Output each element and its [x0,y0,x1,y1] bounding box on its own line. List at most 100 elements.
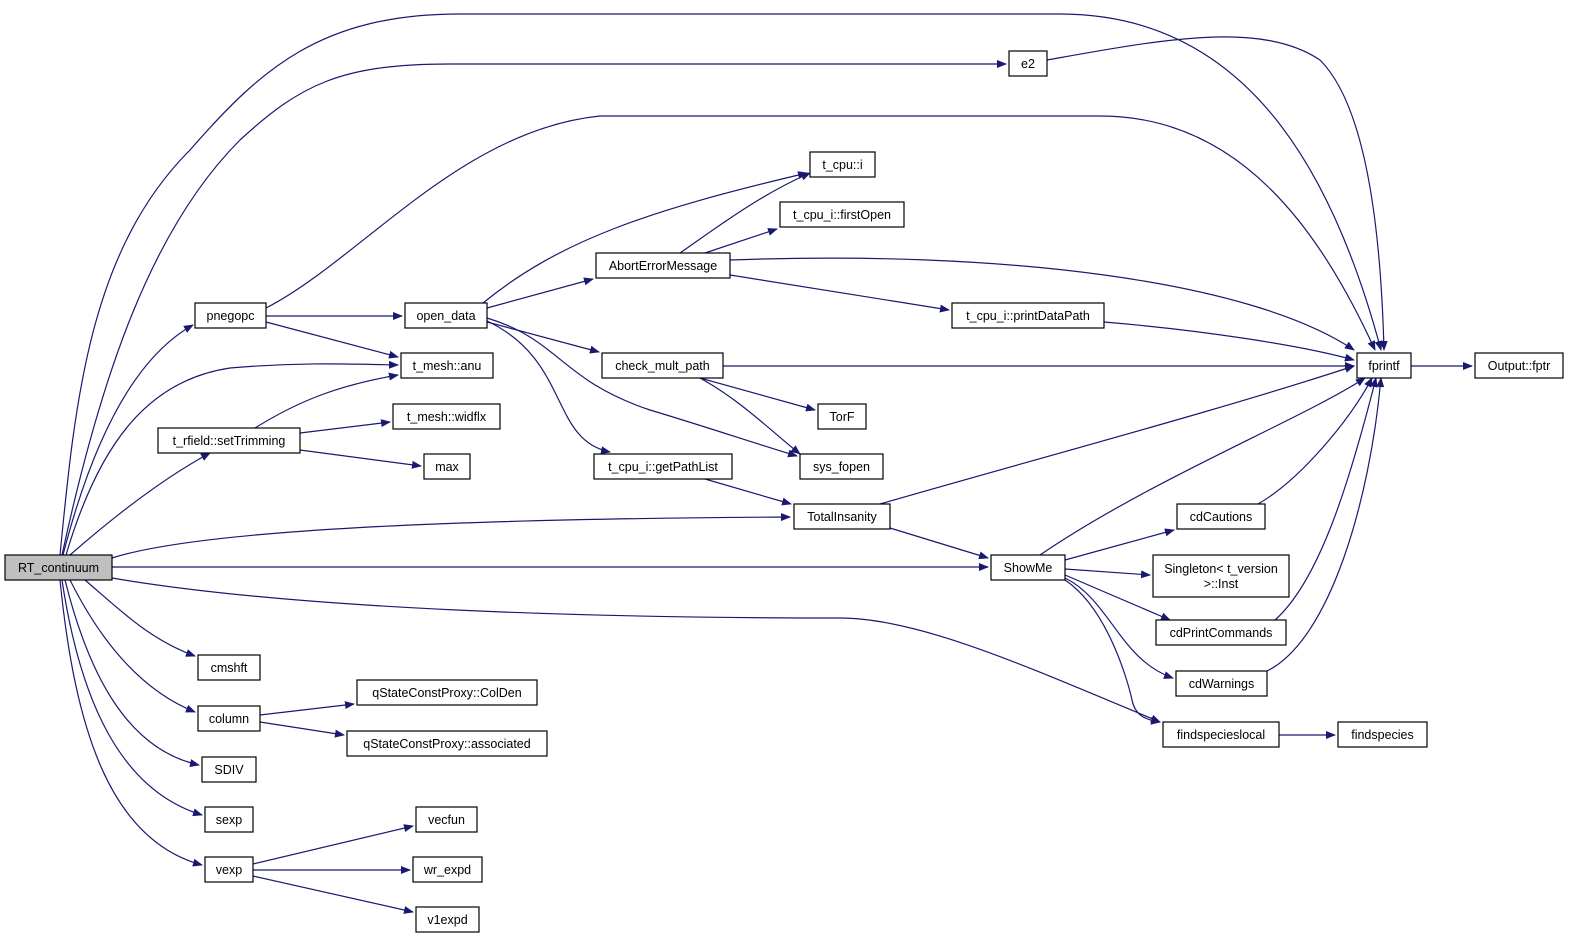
edge-rt_continuum-to-column [69,579,196,713]
node-t_cpu_i_firstopen[interactable]: t_cpu_i::firstOpen [779,201,905,228]
node-box [1152,554,1290,598]
node-label: TotalInsanity [807,510,877,524]
node-label: t_rfield::setTrimming [173,434,286,448]
node-rt_continuum[interactable]: RT_continuum [4,554,113,581]
node-box [1176,503,1266,530]
node-box [1162,721,1280,748]
node-cdcautions[interactable]: cdCautions [1176,503,1266,530]
node-box [1155,619,1287,646]
node-box [809,151,876,178]
node-cmshft[interactable]: cmshft [197,654,261,681]
node-box [415,806,478,833]
node-label: check_mult_path [615,359,710,373]
node-box [817,403,867,430]
node-label: Output::fptr [1488,359,1551,373]
node-t_cpu_i_getpathlist[interactable]: t_cpu_i::getPathList [593,453,733,480]
edge-pnegopc-to-fprintf [265,115,1376,351]
edge-totalinsanity-to-fprintf [879,365,1355,505]
node-label: v1expd [427,913,467,927]
node-label: Singleton< t_version [1164,562,1278,576]
node-t_rfield_settrimming[interactable]: t_rfield::setTrimming [157,427,301,454]
node-label: sys_fopen [813,460,870,474]
node-label: pnegopc [207,309,255,323]
edge-open_data-to-t_cpu_i_getpathlist [486,320,611,455]
node-t_mesh_anu[interactable]: t_mesh::anu [400,352,494,379]
node-singleton_inst[interactable]: Singleton< t_version>::Inst [1152,554,1290,598]
node-vecfun[interactable]: vecfun [415,806,478,833]
node-fprintf[interactable]: fprintf [1356,352,1412,379]
edge-showme-to-cdcautions [1064,528,1175,561]
node-box [204,856,254,883]
node-max[interactable]: max [423,453,471,480]
node-box [197,654,261,681]
node-torf[interactable]: TorF [817,403,867,430]
edge-cdcautions-to-fprintf [1257,377,1373,505]
node-label: open_data [416,309,475,323]
node-label: findspecieslocal [1177,728,1265,742]
edge-open_data-to-aborterrormessage [486,277,594,309]
edge-check_mult_path-to-torf [699,377,816,412]
node-box [201,756,257,783]
edge-rt_continuum-to-cmshft [84,579,196,657]
node-label: TorF [830,410,855,424]
node-showme[interactable]: ShowMe [990,554,1066,581]
edge-aborterrormessage-to-t_cpu_i_printdatapath [729,274,950,313]
node-label: cmshft [211,661,248,675]
node-box [1175,670,1268,697]
edge-t_cpu_i_printdatapath-to-fprintf [1103,321,1355,362]
node-label: qStateConstProxy::associated [363,737,530,751]
edge-rt_continuum-to-totalinsanity [111,513,791,559]
edge-open_data-to-sys_fopen [486,317,798,458]
node-label: vexp [216,863,242,877]
node-box [793,503,891,530]
node-label: vecfun [428,813,465,827]
node-sys_fopen[interactable]: sys_fopen [799,453,884,480]
node-label: t_cpu_i::firstOpen [793,208,891,222]
node-box [1008,50,1048,77]
node-box [593,453,733,480]
node-v1expd[interactable]: v1expd [415,906,480,933]
node-box [595,252,731,279]
node-box [4,554,113,581]
edge-rt_continuum-to-sdiv [64,579,200,767]
node-label: ShowMe [1004,561,1053,575]
node-label: e2 [1021,57,1035,71]
node-vexp[interactable]: vexp [204,856,254,883]
edge-t_rfield_settrimming-to-max [299,449,422,469]
node-box [157,427,301,454]
node-cdwarnings[interactable]: cdWarnings [1175,670,1268,697]
node-t_mesh_widflx[interactable]: t_mesh::widflx [392,403,501,430]
node-box [415,906,480,933]
node-box [1474,352,1564,379]
node-column[interactable]: column [197,705,261,732]
node-t_cpu_i[interactable]: t_cpu::i [809,151,876,178]
node-open_data[interactable]: open_data [404,302,488,329]
node-sdiv[interactable]: SDIV [201,756,257,783]
node-qstate_associated[interactable]: qStateConstProxy::associated [346,730,548,757]
node-e2[interactable]: e2 [1008,50,1048,77]
node-totalinsanity[interactable]: TotalInsanity [793,503,891,530]
edge-rt_continuum-to-t_mesh_anu [65,360,399,556]
node-sexp[interactable]: sexp [204,806,254,833]
node-qstate_colden[interactable]: qStateConstProxy::ColDen [356,679,538,706]
node-output_fptr[interactable]: Output::fptr [1474,352,1564,379]
node-box [356,679,538,706]
edge-open_data-to-check_mult_path [486,321,600,354]
edge-pnegopc-to-t_mesh_anu [265,321,399,359]
node-pnegopc[interactable]: pnegopc [194,302,267,329]
edges-layer [59,13,1473,914]
edge-showme-to-fprintf [1039,377,1366,556]
edge-rt_continuum-to-t_rfield_settrimming [69,452,211,556]
node-t_cpu_i_printdatapath[interactable]: t_cpu_i::printDataPath [951,302,1105,329]
node-box [1337,721,1428,748]
node-findspecieslocal[interactable]: findspecieslocal [1162,721,1280,748]
node-findspecies[interactable]: findspecies [1337,721,1428,748]
node-aborterrormessage[interactable]: AbortErrorMessage [595,252,731,279]
node-label: t_mesh::anu [413,359,482,373]
node-wr_expd[interactable]: wr_expd [412,856,483,883]
node-check_mult_path[interactable]: check_mult_path [601,352,724,379]
node-label: cdWarnings [1189,677,1255,691]
node-cdprintcommands[interactable]: cdPrintCommands [1155,619,1287,646]
node-box [1356,352,1412,379]
